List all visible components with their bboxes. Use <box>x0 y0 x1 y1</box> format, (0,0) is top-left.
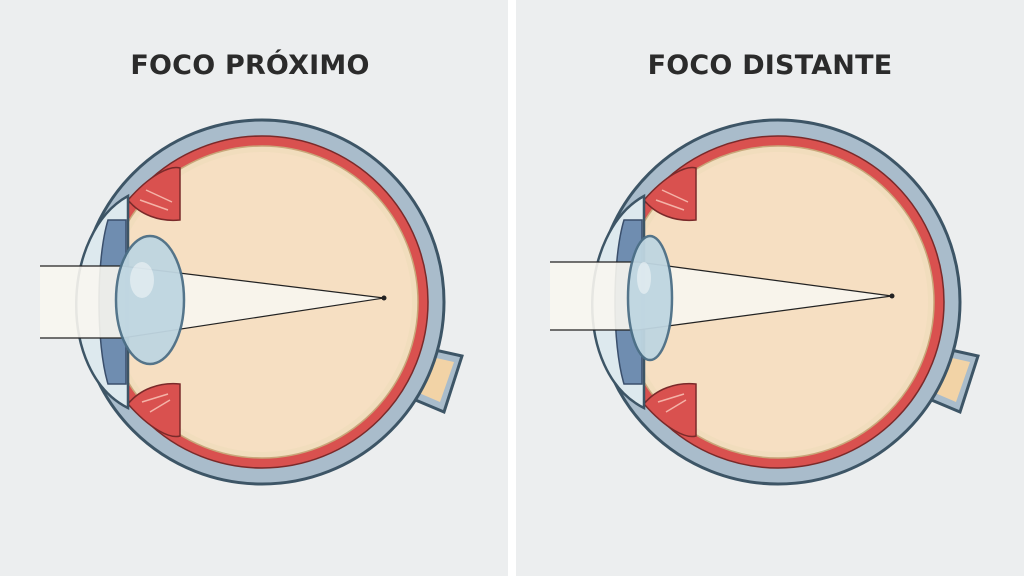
panel-title-near: FOCO PRÓXIMO <box>130 50 370 81</box>
ciliary-body <box>127 166 181 438</box>
lens-thick <box>114 234 186 366</box>
retina-focal-point <box>381 295 387 301</box>
retina-focal-point <box>889 293 895 299</box>
eye-diagram-distant <box>550 118 980 486</box>
panel-near-focus: FOCO PRÓXIMO <box>0 0 508 576</box>
panel-distant-focus: FOCO DISTANTE <box>516 0 1024 576</box>
eye-diagram-near <box>40 118 464 486</box>
panel-title-distant: FOCO DISTANTE <box>647 50 893 81</box>
ciliary-body <box>643 166 697 438</box>
lens-thin <box>626 234 674 362</box>
